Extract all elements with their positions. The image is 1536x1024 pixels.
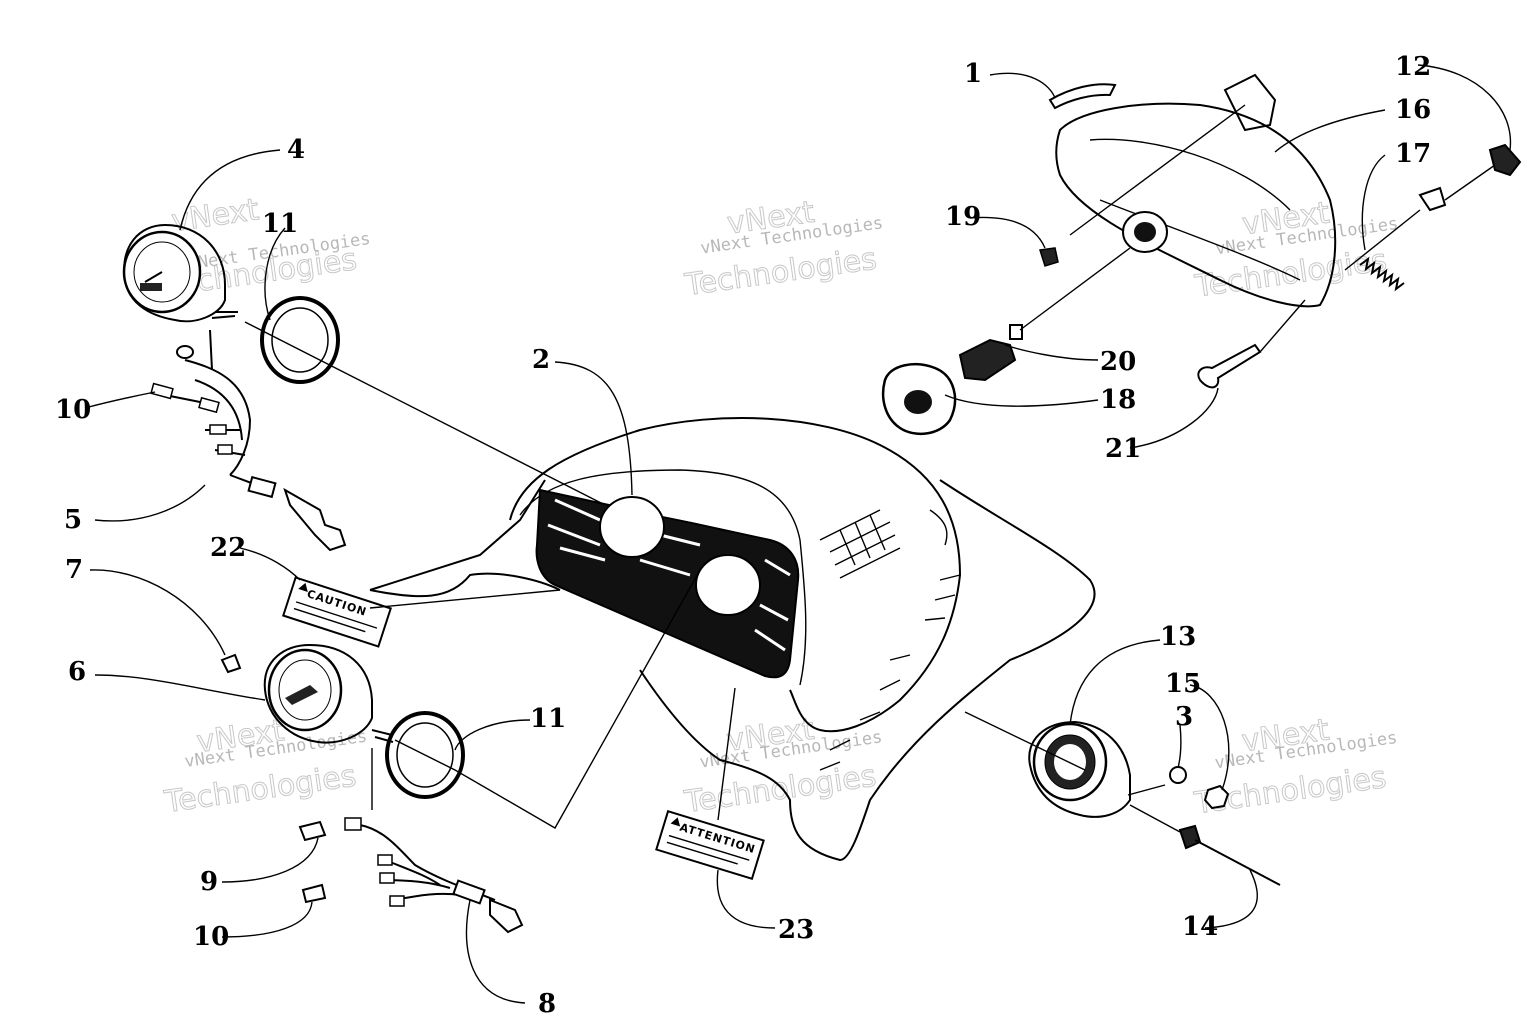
dash-hood-inner-rim <box>519 469 807 686</box>
tachometer-stud <box>211 311 238 319</box>
speedometer-bezel-inner <box>396 722 454 788</box>
callout-11-top: 11 <box>262 209 298 239</box>
bulb-socket-10 <box>150 382 174 400</box>
tachometer-bezel-inner <box>271 307 329 373</box>
callout-14: 14 <box>1182 912 1218 942</box>
hood-texture <box>819 509 961 771</box>
tachometer-assembly <box>122 223 606 552</box>
fuel-gauge-assembly <box>964 711 1281 886</box>
right-gauge-lens <box>695 554 761 616</box>
headlight-mount-bracket <box>1223 73 1277 132</box>
headlight-reflector-housing <box>1055 102 1337 308</box>
callout-leaders <box>84 64 1512 1004</box>
speedometer-alignment-line <box>394 569 701 829</box>
headlight-clip <box>1048 83 1117 110</box>
callout-15: 15 <box>1165 669 1201 699</box>
adjuster-bolt <box>1197 343 1262 389</box>
tachometer-face-inner <box>133 241 191 303</box>
attention-decal-line <box>717 687 736 821</box>
headlight-housing-inner <box>1089 138 1301 281</box>
callout-22: 22 <box>210 533 246 563</box>
left-gauge-lens <box>599 496 665 558</box>
callout-7: 7 <box>65 555 83 585</box>
adjuster-knob <box>1488 143 1522 177</box>
tachometer-body <box>123 223 226 323</box>
adjuster-spring <box>1359 256 1405 292</box>
watermark-top-center: vNext vNext Technologies Technologies <box>682 194 885 303</box>
harness8-connector-c <box>389 895 405 907</box>
headlight-alignment-lines <box>1019 104 1496 353</box>
callout-16: 16 <box>1395 95 1431 125</box>
headlight-assembly <box>881 73 1522 436</box>
bulb-socket-hole <box>1134 222 1156 242</box>
headlight-bulb-tip <box>1009 324 1023 340</box>
harness8-lamp <box>344 817 362 831</box>
harness-connector-2 <box>209 424 227 435</box>
callout-23: 23 <box>778 915 814 945</box>
callout-5: 5 <box>64 505 82 535</box>
caution-decal-line <box>369 589 561 609</box>
speedometer-face-inner <box>278 659 332 721</box>
harness8-plug <box>452 879 486 905</box>
tachometer-needle <box>144 271 163 283</box>
harness-connector-end <box>283 487 347 552</box>
watermark-bottom-left: vNext vNext Technologies Technologies <box>161 713 368 821</box>
bulb-9 <box>298 820 327 842</box>
callout-numbers: 1 2 3 4 5 6 7 8 9 10 10 11 11 12 13 14 1… <box>55 52 1431 1019</box>
speedometer-needle <box>285 685 318 705</box>
callout-20: 20 <box>1100 347 1136 377</box>
speedometer-lamp-7 <box>220 653 242 674</box>
callout-2: 2 <box>532 345 550 375</box>
callout-21: 21 <box>1105 434 1141 464</box>
fuel-sender-rod <box>1194 839 1281 886</box>
tachometer-odometer <box>140 283 162 291</box>
harness-connector-1 <box>198 396 220 414</box>
callout-13: 13 <box>1160 622 1196 652</box>
dash-base-flange <box>369 479 1096 862</box>
washer-3 <box>1169 766 1187 784</box>
harness8-connector-b <box>379 872 395 884</box>
callout-4: 4 <box>287 135 305 165</box>
fuel-gauge-body <box>1028 720 1131 818</box>
gauge-opening-highlights <box>547 498 791 652</box>
callout-9: 9 <box>200 867 218 897</box>
speedometer-body <box>263 643 373 744</box>
harness8-connector-a <box>377 854 393 866</box>
callout-10-top: 10 <box>55 395 91 425</box>
speedometer-harness <box>359 824 496 901</box>
callout-17: 17 <box>1395 139 1431 169</box>
callout-3: 3 <box>1175 702 1193 732</box>
svg-text:vNext: vNext <box>169 192 261 239</box>
callout-8: 8 <box>538 989 556 1019</box>
attention-decal: ATTENTION <box>655 810 765 880</box>
speedometer-assembly <box>220 569 701 934</box>
nut-15 <box>1203 784 1230 810</box>
speedometer-bezel <box>385 711 465 799</box>
retaining-ring-hole <box>904 390 932 414</box>
tachometer-bezel <box>260 296 340 384</box>
fuel-sender-14 <box>1178 824 1202 850</box>
callout-10-bottom: 10 <box>193 922 229 952</box>
callout-11-bottom: 11 <box>530 704 566 734</box>
dash-pod-assembly <box>369 417 1096 862</box>
watermark-bottom-center: vNext vNext Technologies Technologies <box>681 711 883 820</box>
fuel-gauge-alignment-lines <box>964 711 1181 833</box>
harness-ring-terminal <box>176 345 194 359</box>
callout-6: 6 <box>68 657 86 687</box>
callout-19: 19 <box>945 202 981 232</box>
harness-plug <box>247 475 277 499</box>
callout-18: 18 <box>1100 385 1136 415</box>
harness-connector-3 <box>217 444 233 455</box>
callout-1: 1 <box>964 59 982 89</box>
harness8-connector-end <box>489 898 524 934</box>
dash-hood-shell <box>509 417 962 733</box>
headlight-screw <box>1039 247 1059 267</box>
headlight-bulb <box>958 338 1017 382</box>
callout-12: 12 <box>1395 52 1431 82</box>
tachometer-alignment-line <box>244 321 606 506</box>
bulb-10-bottom <box>301 883 327 904</box>
adjuster-bracket <box>1418 186 1447 212</box>
